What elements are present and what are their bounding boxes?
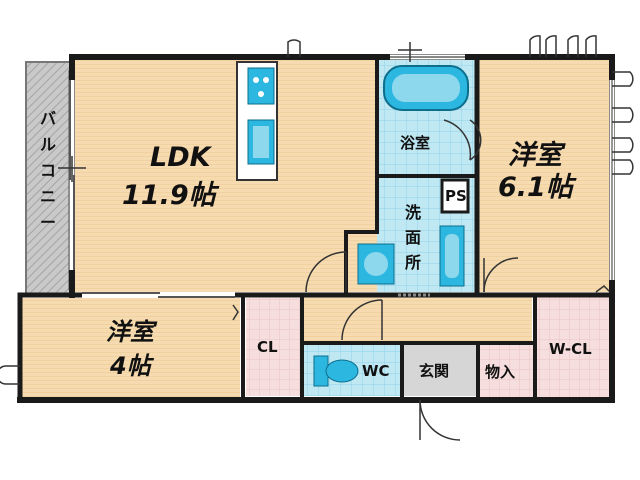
- ldk-floor: [75, 60, 377, 292]
- ldk-size: 11.9帖: [122, 180, 220, 211]
- washroom-label-2: 面: [405, 228, 421, 247]
- washroom-label-1: 洗: [405, 203, 421, 222]
- entrance-floor: [402, 343, 478, 396]
- balcony-label-5: ー: [40, 213, 56, 232]
- western-east-floor: [478, 60, 610, 292]
- western-east-size: 6.1帖: [498, 172, 577, 203]
- closet-label: CL: [257, 338, 278, 356]
- entrance-label: 玄関: [419, 362, 449, 380]
- toilet-label: WC: [362, 362, 390, 380]
- toilet-bowl: [325, 359, 359, 383]
- walkin-closet-label: W-CL: [549, 340, 592, 358]
- ps-label: PS: [445, 187, 467, 205]
- balcony-label-3: コ: [40, 161, 56, 180]
- storage-label: 物入: [485, 363, 515, 381]
- stove: [247, 67, 275, 105]
- western-west-floor: [22, 298, 240, 398]
- window-markers: [0, 35, 634, 385]
- western-west-label: 洋室: [106, 318, 158, 346]
- western-west-size: 4帖: [109, 352, 155, 380]
- balcony-label-1: バ: [40, 109, 56, 128]
- balcony-label-2: ル: [40, 135, 56, 154]
- western-east-label: 洋室: [508, 140, 566, 171]
- door-swings: [232, 119, 611, 441]
- closet-floor: [246, 298, 300, 396]
- washroom-label-3: 所: [405, 253, 421, 272]
- storage-floor: [480, 343, 535, 398]
- ldk-label: LDK: [150, 142, 213, 173]
- balcony-area: [25, 61, 71, 295]
- walkin-closet-floor: [537, 295, 610, 398]
- balcony-label-4: ニ: [40, 187, 56, 206]
- ps-box: [440, 178, 470, 214]
- hall-floor: [302, 295, 532, 343]
- bath-label: 浴室: [400, 134, 430, 152]
